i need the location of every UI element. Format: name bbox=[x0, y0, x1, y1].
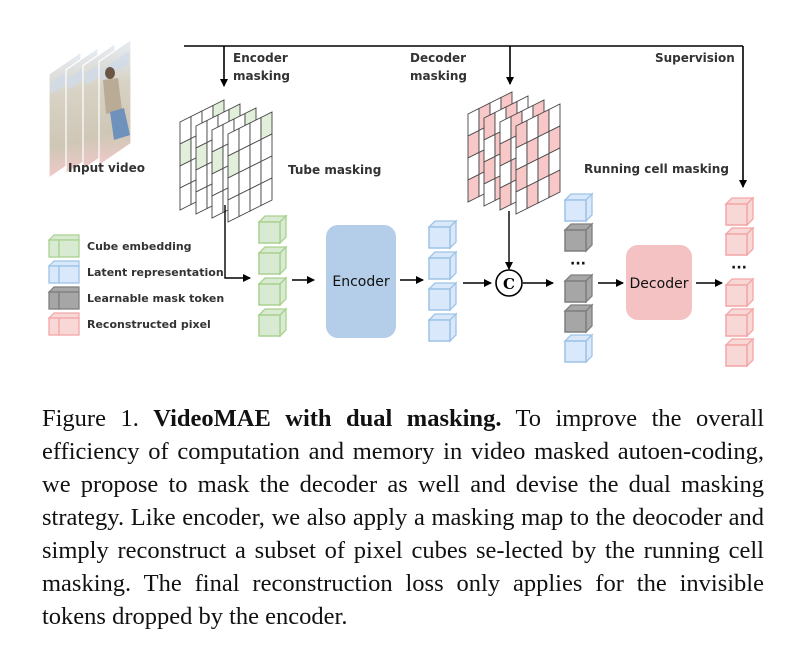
encoder-output-tokens bbox=[427, 219, 458, 343]
encoder-masking-label-line2: masking bbox=[233, 69, 290, 83]
tube-masking-grid bbox=[179, 99, 273, 223]
masked-cell bbox=[548, 169, 561, 199]
running-cell-masking-label: Running cell masking bbox=[584, 162, 729, 176]
legend-label: Latent representation bbox=[87, 266, 224, 279]
ellipsis: ··· bbox=[731, 260, 747, 276]
decoder-output-tokens: ··· bbox=[724, 196, 755, 368]
mask-token bbox=[563, 273, 594, 304]
figure-caption: Figure 1. VideoMAE with dual masking. To… bbox=[42, 402, 764, 633]
decoder-block bbox=[626, 245, 692, 320]
reconstructed-token bbox=[724, 307, 755, 338]
cube-embedding-token bbox=[257, 276, 288, 307]
ellipsis: ··· bbox=[570, 256, 586, 272]
latent-token bbox=[427, 312, 458, 343]
encoder-block bbox=[326, 225, 396, 338]
decoder-block-label: Decoder bbox=[630, 276, 689, 292]
legend-item: Latent representation bbox=[47, 260, 224, 284]
input-video-label: Input video bbox=[68, 161, 145, 175]
person-silhouette bbox=[103, 67, 130, 140]
legend-label: Cube embedding bbox=[87, 240, 192, 253]
reconstructed-token bbox=[724, 277, 755, 308]
mask-plane bbox=[515, 103, 561, 215]
reconstructed-token bbox=[724, 337, 755, 368]
cube-embedding-token bbox=[257, 245, 288, 276]
encoder-block-label: Encoder bbox=[332, 274, 389, 290]
reconstructed-token bbox=[724, 196, 755, 227]
cube-embedding-token bbox=[257, 214, 288, 245]
latent-token bbox=[563, 192, 594, 223]
supervision-label: Supervision bbox=[655, 51, 735, 65]
mask-plane bbox=[227, 111, 273, 223]
mask-token bbox=[563, 303, 594, 334]
latent-token bbox=[563, 333, 594, 364]
tube-to-embedding-arrow bbox=[224, 205, 251, 282]
legend-label: Reconstructed pixel bbox=[87, 318, 211, 331]
caption-title: VideoMAE with dual masking. bbox=[153, 405, 502, 432]
mask-token bbox=[563, 222, 594, 253]
tube-masking-label: Tube masking bbox=[288, 163, 381, 177]
latent-token bbox=[427, 281, 458, 312]
concat-symbol: C bbox=[503, 275, 515, 293]
cube-embedding-token bbox=[257, 307, 288, 338]
concat-operator bbox=[495, 269, 523, 297]
videomae-dual-masking-figure: Input video Encoder masking Decoder mask… bbox=[47, 38, 755, 368]
latent-token bbox=[427, 219, 458, 250]
encoder-input-tokens bbox=[257, 214, 288, 338]
legend-item: Reconstructed pixel bbox=[47, 312, 211, 336]
caption-prefix: Figure 1. bbox=[42, 405, 154, 432]
latent-token bbox=[427, 250, 458, 281]
decoder-masking-label-line1: Decoder bbox=[410, 51, 466, 65]
input-video-frames bbox=[48, 38, 132, 180]
legend-item: Cube embedding bbox=[47, 234, 192, 258]
reconstructed-token bbox=[724, 226, 755, 257]
running-cell-masking-grid bbox=[467, 91, 561, 215]
legend-label: Learnable mask token bbox=[87, 292, 224, 305]
caption-body: To improve the overall efficiency of com… bbox=[42, 405, 764, 630]
legend-item: Learnable mask token bbox=[47, 286, 224, 310]
encoder-masking-label-line1: Encoder bbox=[233, 51, 288, 65]
visible-cell bbox=[260, 177, 273, 207]
top-connector-lines bbox=[184, 45, 747, 188]
decoder-masking-label-line2: masking bbox=[410, 69, 467, 83]
decoder-input-tokens: ··· bbox=[563, 192, 594, 364]
